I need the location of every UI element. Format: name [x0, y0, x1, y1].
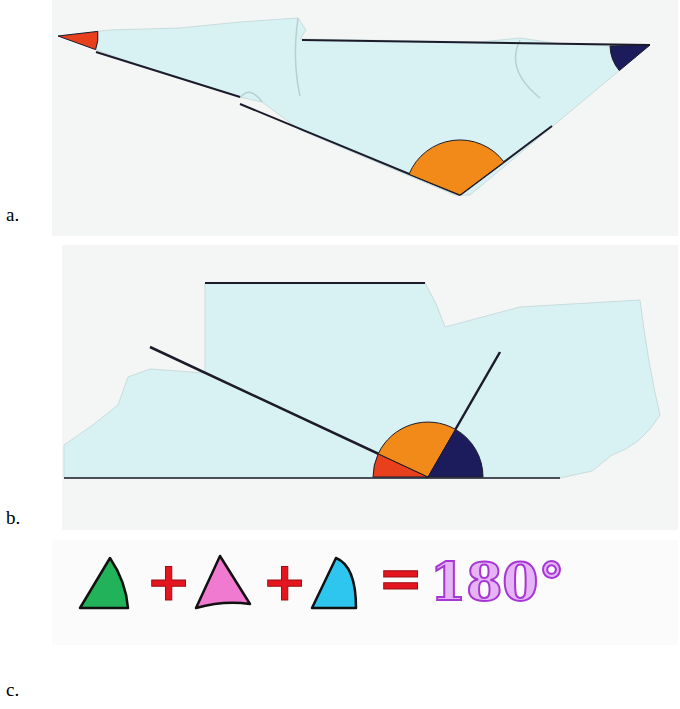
paper-triangle — [58, 18, 650, 195]
tear-line — [516, 40, 541, 98]
equals-sign: = — [378, 552, 423, 606]
angle-wedge — [409, 140, 504, 195]
panel-letter: b. — [6, 508, 20, 527]
panel-letter: a. — [6, 205, 19, 224]
triangle-edge — [205, 282, 425, 284]
angle-total: 180° — [430, 556, 565, 608]
triangle-edge — [96, 52, 240, 97]
tear-line — [295, 18, 300, 96]
angles-on-line-photo — [0, 245, 680, 535]
photo-ground — [52, 0, 678, 236]
tear-line — [240, 92, 262, 102]
angle-piece — [312, 558, 356, 608]
angle-piece — [196, 556, 250, 608]
triangle-edge — [302, 40, 650, 45]
photo-ground — [62, 245, 678, 530]
paper-pieces — [64, 283, 660, 478]
angle-wedge — [58, 31, 98, 49]
torn-triangle-photo — [0, 0, 680, 238]
angle-wedge — [428, 429, 483, 477]
angle-sum-graphic — [0, 540, 680, 650]
angle-piece — [80, 558, 128, 608]
plus-sign: + — [262, 555, 307, 609]
panel-letter: c. — [6, 680, 19, 699]
straight-line — [64, 477, 560, 479]
plus-sign: + — [146, 555, 191, 609]
angle-wedge — [610, 45, 650, 71]
triangle-edge — [428, 352, 500, 477]
graphic-ground — [52, 540, 678, 645]
